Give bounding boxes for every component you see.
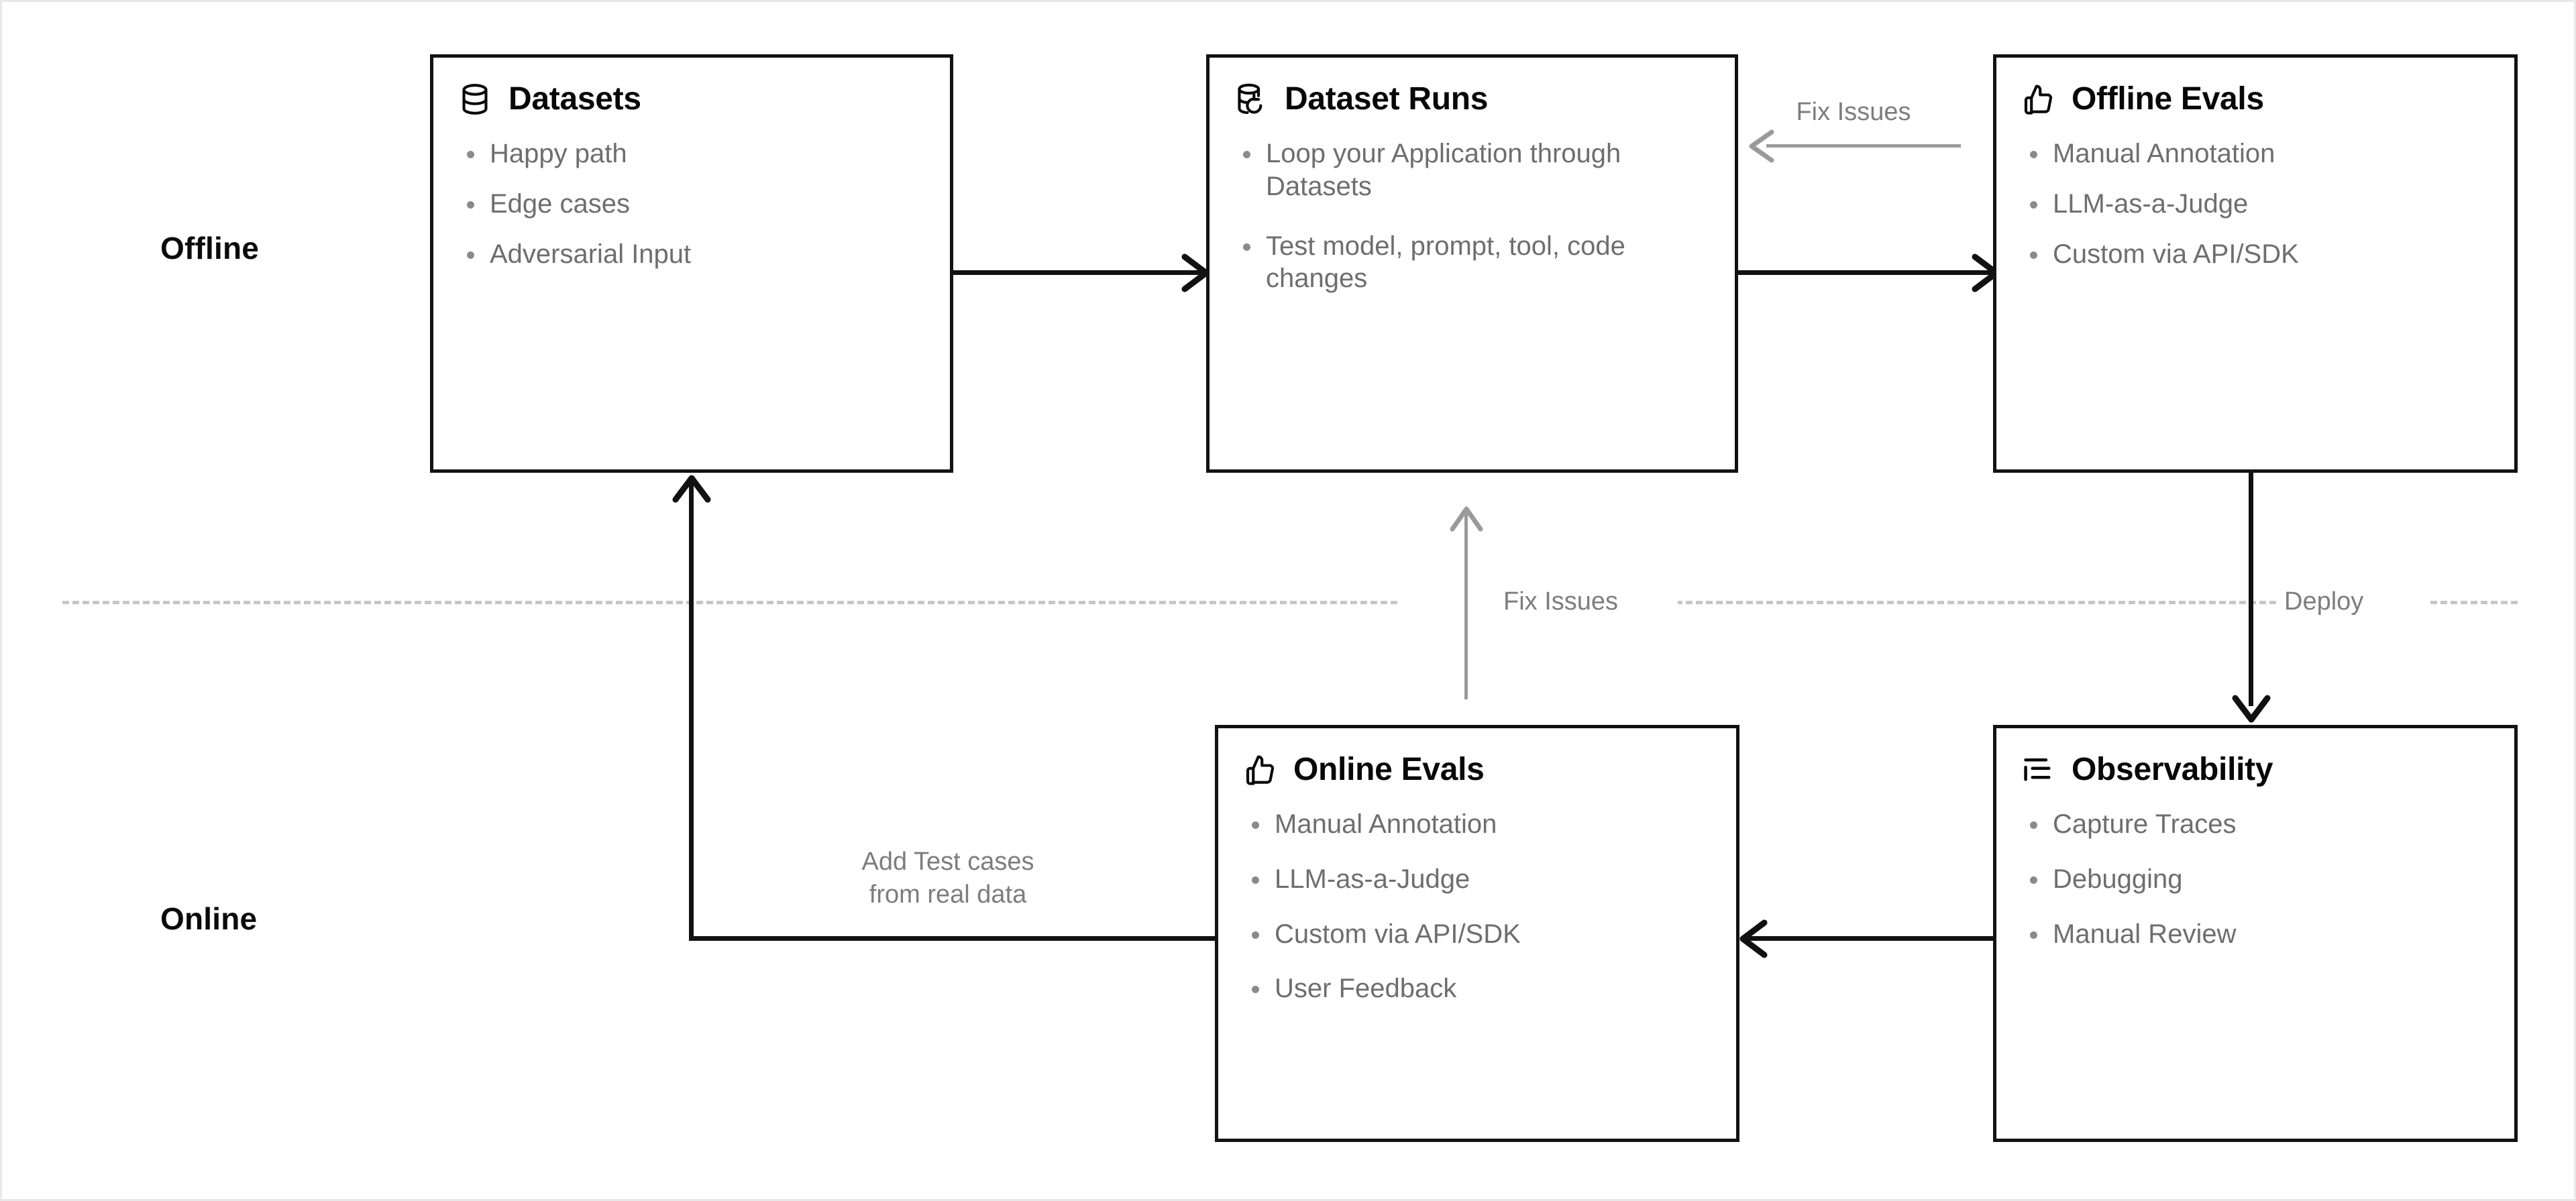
list-item: User Feedback	[1242, 972, 1716, 1005]
list-item: Custom via API/SDK	[1242, 918, 1716, 951]
edge-label-add-test-cases-line1: Add Test cases	[861, 848, 1034, 876]
edge-offline-evals-to-observability	[2249, 468, 2253, 706]
edge-label-fix-issues-middle-backdrop	[1490, 579, 1678, 626]
arrowhead-down-icon	[2232, 695, 2271, 723]
section-label-online: Online	[160, 901, 258, 936]
edge-datasets-to-dataset-runs	[953, 270, 1203, 275]
list-item: Test model, prompt, tool, code changes	[1234, 230, 1636, 296]
list-item: LLM-as-a-Judge	[1242, 863, 1716, 896]
edge-label-add-test-cases: Add Test cases from real data	[733, 846, 1163, 911]
node-dataset-runs[interactable]: Dataset Runs Loop your Application throu…	[1206, 54, 1738, 473]
list-item: Manual Annotation	[1242, 808, 1716, 841]
database-icon	[462, 83, 488, 115]
node-observability-bullet-list: Capture Traces Debugging Manual Review	[2021, 808, 2494, 950]
edge-label-add-test-cases-line2: from real data	[869, 880, 1027, 909]
list-item: Happy path	[458, 137, 930, 170]
node-online-evals[interactable]: Online Evals Manual Annotation LLM-as-a-…	[1215, 725, 1739, 1142]
edge-label-deploy: Deploy	[2284, 587, 2364, 616]
thumbs-up-icon	[2024, 84, 2053, 115]
node-datasets-bullet-list: Happy path Edge cases Adversarial Input	[458, 137, 930, 270]
section-label-offline: Offline	[160, 231, 260, 266]
node-offline-evals-bullet-list: Manual Annotation LLM-as-a-Judge Custom …	[2021, 137, 2494, 270]
edge-label-fix-issues-top: Fix Issues	[1796, 98, 1911, 126]
edge-label-deploy-backdrop	[2277, 579, 2425, 626]
list-item: Manual Annotation	[2021, 137, 2494, 170]
list-tree-icon	[2024, 758, 2051, 781]
edge-offline-evals-to-dataset-runs	[1766, 144, 1961, 148]
node-online-evals-title: Online Evals	[1293, 752, 1485, 787]
edge-online-evals-to-dataset-runs	[1464, 512, 1468, 699]
node-online-evals-header: Online Evals	[1242, 751, 1716, 788]
list-item: Debugging	[2021, 863, 2494, 896]
list-item: Adversarial Input	[458, 238, 930, 271]
node-observability[interactable]: Observability Capture Traces Debugging M…	[1993, 725, 2518, 1142]
node-datasets-title: Datasets	[508, 81, 641, 117]
node-dataset-runs-header: Dataset Runs	[1234, 80, 1715, 117]
node-datasets-header: Datasets	[458, 80, 930, 117]
node-offline-evals-header: Offline Evals	[2021, 80, 2494, 117]
node-offline-evals-title: Offline Evals	[2072, 81, 2264, 117]
list-item: Custom via API/SDK	[2021, 238, 2494, 271]
node-offline-evals[interactable]: Offline Evals Manual Annotation LLM-as-a…	[1993, 54, 2518, 473]
thumbs-up-icon	[1246, 754, 1275, 785]
list-item: Capture Traces	[2021, 808, 2494, 841]
node-observability-title: Observability	[2072, 752, 2273, 787]
arrowhead-up-icon	[1450, 506, 1483, 532]
database-refresh-icon	[1238, 83, 1263, 114]
offline-online-divider	[2430, 601, 2518, 604]
arrowhead-left-icon	[1749, 129, 1774, 163]
arrowhead-up-icon	[672, 475, 711, 503]
node-observability-header: Observability	[2021, 751, 2494, 788]
list-item: LLM-as-a-Judge	[2021, 188, 2494, 221]
arrowhead-left-icon	[1739, 919, 1768, 958]
edge-observability-to-online-evals	[1746, 936, 1994, 941]
edge-dataset-runs-to-offline-evals	[1738, 270, 1993, 275]
node-dataset-runs-title: Dataset Runs	[1285, 81, 1489, 117]
list-item: Loop your Application through Datasets	[1234, 137, 1636, 203]
node-dataset-runs-bullet-list: Loop your Application through Datasets T…	[1234, 137, 1636, 295]
offline-online-divider	[1666, 601, 2276, 604]
edge-online-evals-to-datasets	[689, 936, 1219, 941]
list-item: Manual Review	[2021, 918, 2494, 951]
edge-label-fix-issues-middle: Fix Issues	[1503, 587, 1619, 616]
offline-online-divider	[62, 601, 1397, 604]
list-item: Edge cases	[458, 188, 930, 221]
node-online-evals-bullet-list: Manual Annotation LLM-as-a-Judge Custom …	[1242, 808, 1716, 1005]
node-datasets[interactable]: Datasets Happy path Edge cases Adversari…	[430, 54, 953, 473]
edge-online-evals-to-datasets	[689, 478, 694, 938]
